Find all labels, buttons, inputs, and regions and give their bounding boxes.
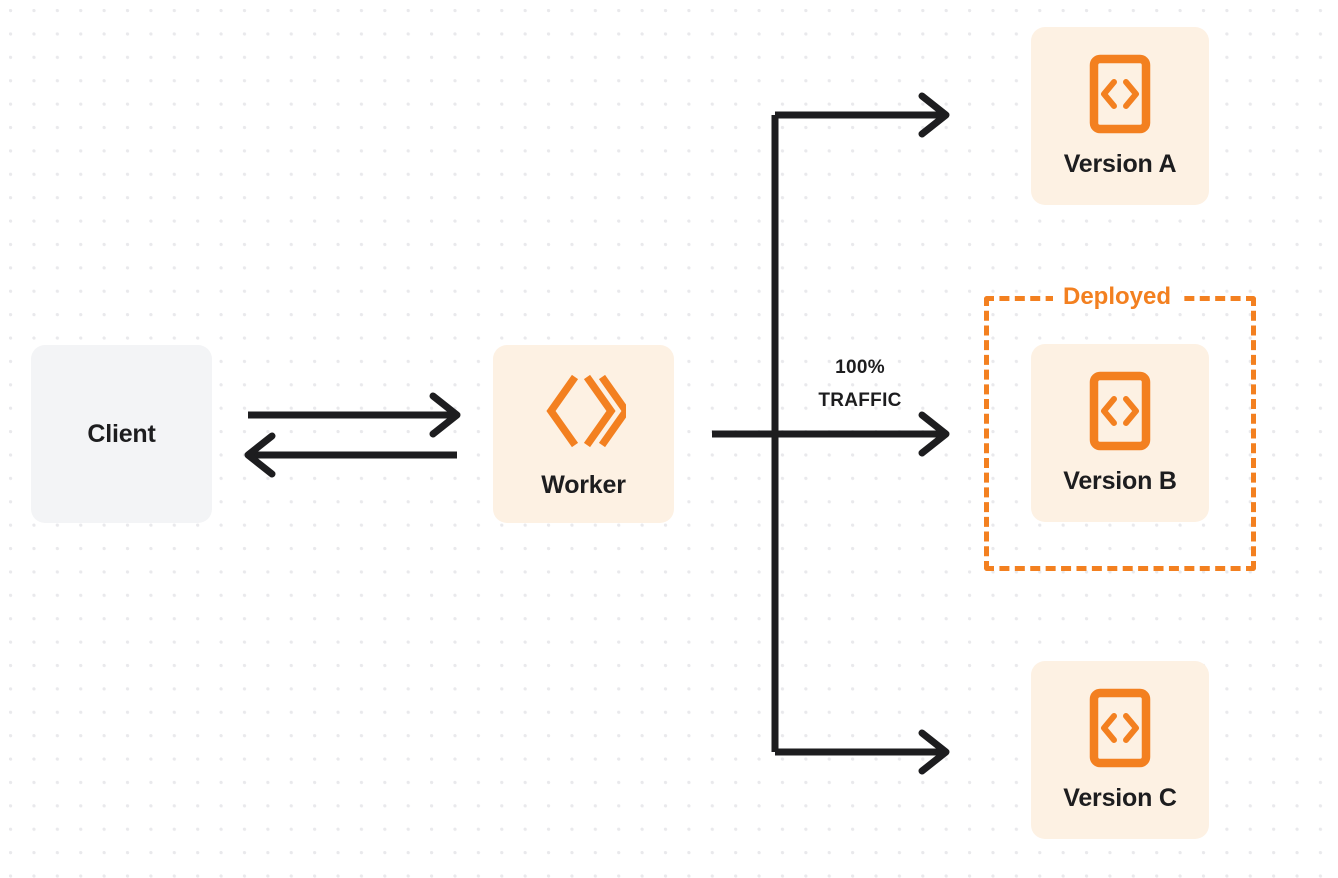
node-version-a[interactable]: Version A bbox=[1031, 27, 1209, 205]
node-worker[interactable]: Worker bbox=[493, 345, 674, 523]
node-client[interactable]: Client bbox=[31, 345, 212, 523]
arrow-client-to-worker bbox=[248, 392, 461, 438]
arrow-worker-to-version-a bbox=[775, 92, 950, 138]
node-version-b-label: Version B bbox=[1063, 466, 1177, 495]
cloudflare-workers-logo-icon bbox=[542, 369, 631, 453]
arrow-worker-to-version-c bbox=[775, 729, 950, 775]
arrow-worker-to-version-b bbox=[712, 411, 950, 457]
node-version-a-label: Version A bbox=[1063, 149, 1177, 178]
code-brackets-document-icon bbox=[1089, 54, 1151, 134]
node-worker-label: Worker bbox=[541, 470, 626, 499]
traffic-word: TRAFFIC bbox=[818, 390, 902, 411]
node-version-c[interactable]: Version C bbox=[1031, 661, 1209, 839]
traffic-label: 100% TRAFFIC bbox=[786, 351, 934, 417]
deployed-label: Deployed bbox=[1053, 284, 1182, 310]
traffic-percent: 100% bbox=[835, 357, 885, 378]
node-client-label: Client bbox=[87, 419, 156, 448]
node-version-b[interactable]: Version B bbox=[1031, 344, 1209, 522]
code-brackets-document-icon bbox=[1089, 371, 1151, 451]
node-version-c-label: Version C bbox=[1063, 783, 1177, 812]
arrow-worker-to-client bbox=[244, 432, 457, 478]
code-brackets-document-icon bbox=[1089, 688, 1151, 768]
